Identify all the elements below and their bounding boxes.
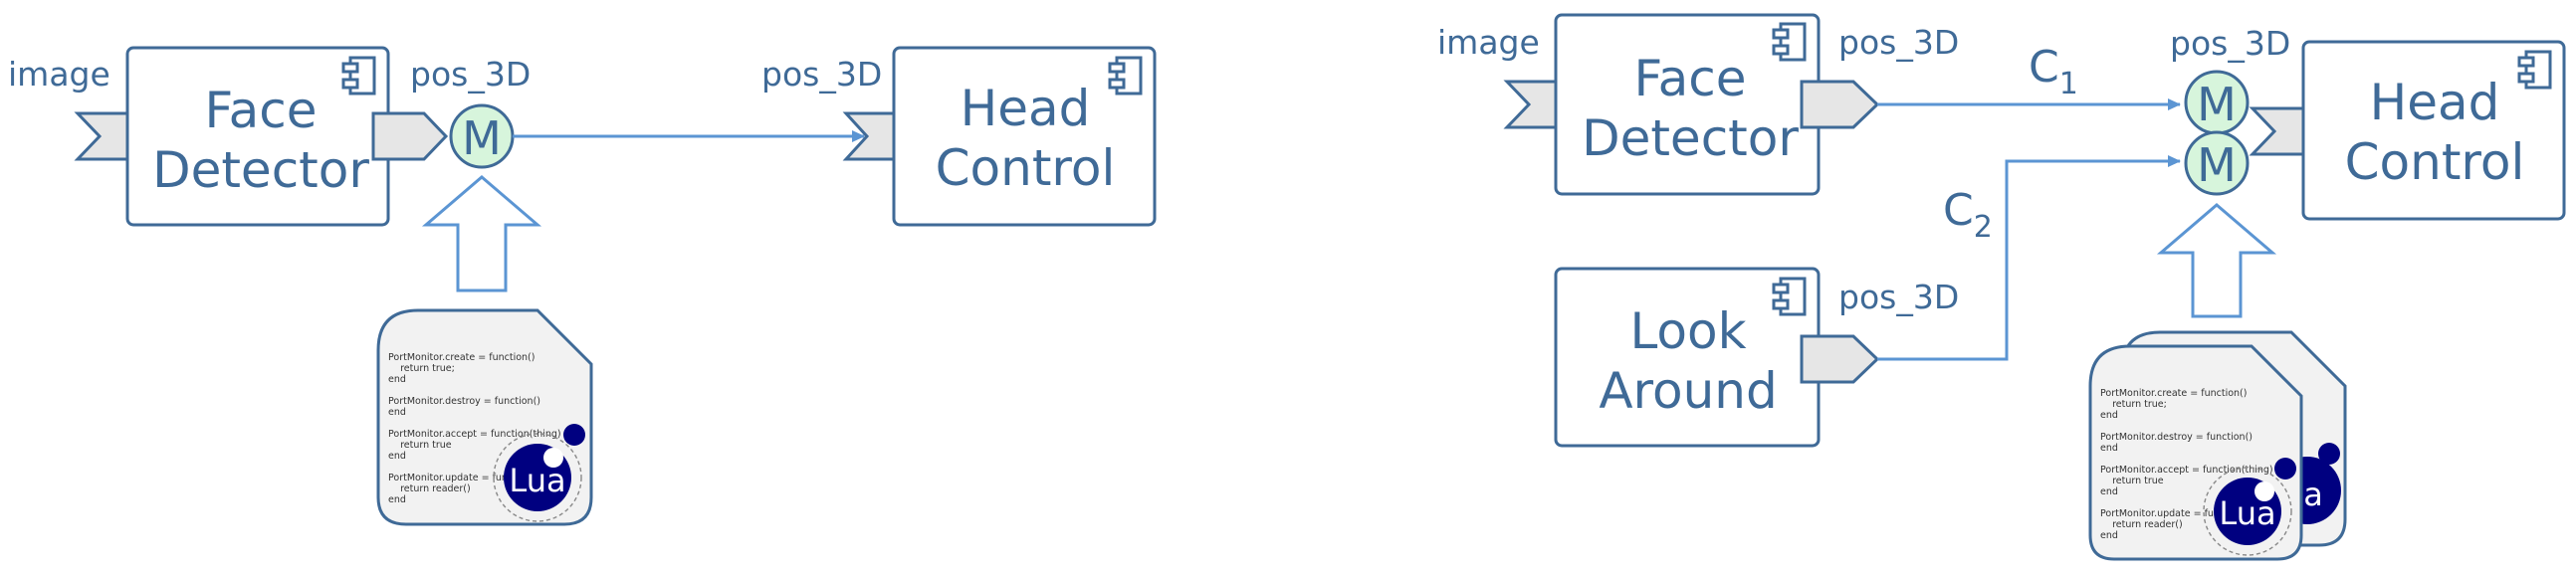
- script-code-line: return reader(): [388, 483, 471, 494]
- right-look-around-line2: Around: [1599, 362, 1777, 420]
- script-code-line: return reader(): [2100, 519, 2183, 530]
- component-icon: [341, 56, 376, 96]
- left-head-control-box: [892, 46, 1157, 227]
- right-connection-c2: [1877, 155, 2181, 361]
- script-code-line: PortMonitor.accept = function(thing): [2100, 465, 2273, 476]
- left-out-port-label: pos_3D: [410, 55, 531, 94]
- left-face-detector-line2: Detector: [152, 141, 369, 199]
- script-code-line: return true;: [388, 363, 455, 374]
- right-monitor-2-symbol: M: [2197, 138, 2237, 192]
- right-face-out-label: pos_3D: [1838, 23, 1959, 62]
- right-monitor-top-label: pos_3D: [2170, 24, 2290, 63]
- right-lua-text: Lua: [2219, 494, 2275, 532]
- script-code-line: end: [2100, 486, 2118, 497]
- script-code-line: PortMonitor.update = function(thing): [2100, 508, 2274, 519]
- lua-orbit: [493, 433, 582, 522]
- right-script-doc-front: PortMonitor.create = function() return t…: [2088, 344, 2303, 561]
- lua-moon-hole: [543, 448, 563, 468]
- script-code-line: return true: [2100, 476, 2164, 486]
- left-head-in-port-label: pos_3D: [761, 55, 882, 94]
- script-code-line: end: [2100, 530, 2118, 541]
- right-look-out-port: [1800, 334, 1880, 384]
- left-head-control-line1: Head: [961, 80, 1091, 137]
- right-input-port-label: image: [1437, 23, 1540, 62]
- right-up-arrow: [2156, 203, 2277, 318]
- right-head-control-line2: Control: [2345, 133, 2525, 191]
- right-look-around-line1: Look: [1629, 302, 1746, 360]
- script-code-line: end: [388, 407, 406, 418]
- left-lua-text: Lua: [509, 462, 565, 499]
- component-icon: [1108, 56, 1143, 96]
- lua-moon-hole: [2254, 481, 2274, 501]
- right-face-detector-line2: Detector: [1582, 109, 1799, 167]
- left-diagram: image Face Detector pos_3D M pos_3D Head: [8, 46, 1157, 526]
- left-script-doc: PortMonitor.create = function() return t…: [376, 308, 593, 526]
- script-code-line: end: [388, 374, 406, 385]
- script-code-line: end: [388, 451, 406, 462]
- script-code-line: PortMonitor.create = function(): [388, 352, 535, 363]
- script-code-line: end: [2100, 443, 2118, 454]
- lua-moon: [563, 424, 585, 446]
- lua-moon: [2274, 458, 2296, 480]
- right-monitor-2: [2184, 130, 2250, 196]
- lua-orbit: [2203, 467, 2292, 556]
- right-conn1-label: C1: [2029, 42, 2078, 101]
- script-code-line: return true: [388, 440, 452, 451]
- left-monitor-symbol: M: [462, 111, 502, 165]
- left-out-port: [371, 111, 449, 161]
- left-face-detector-line1: Face: [204, 82, 317, 139]
- component-icon: [1772, 22, 1807, 62]
- script-code-line: PortMonitor.update = function(thing): [388, 473, 562, 483]
- script-code-line: PortMonitor.destroy = function(): [2100, 432, 2253, 443]
- right-head-control-box: [2301, 40, 2566, 221]
- left-script-code: PortMonitor.create = function() return t…: [388, 352, 562, 505]
- script-code-line: PortMonitor.destroy = function(): [388, 396, 540, 407]
- right-head-control-line1: Head: [2370, 74, 2500, 131]
- right-back-lua-text: a: [2303, 476, 2323, 513]
- left-head-control-line2: Control: [936, 139, 1116, 197]
- left-up-arrow: [421, 175, 542, 292]
- right-script-code: PortMonitor.create = function() return t…: [2100, 388, 2274, 541]
- right-look-out-label: pos_3D: [1838, 278, 1959, 316]
- right-face-out-port: [1800, 80, 1880, 129]
- script-code-line: end: [388, 494, 406, 505]
- script-code-line: end: [2100, 410, 2118, 421]
- script-code-line: PortMonitor.accept = function(thing): [388, 429, 561, 440]
- right-face-detector-line1: Face: [1633, 50, 1746, 107]
- component-icon: [2517, 50, 2552, 90]
- component-icon: [1772, 277, 1807, 316]
- script-code-line: PortMonitor.create = function(): [2100, 388, 2247, 399]
- script-code-line: return true;: [2100, 399, 2167, 410]
- left-input-port-label: image: [8, 55, 110, 94]
- right-diagram: image Face Detector pos_3D Look Around p…: [1437, 13, 2566, 561]
- lua-moon: [2318, 443, 2340, 465]
- right-conn2-label: C2: [1943, 185, 1993, 245]
- right-monitor-1-symbol: M: [2197, 78, 2237, 131]
